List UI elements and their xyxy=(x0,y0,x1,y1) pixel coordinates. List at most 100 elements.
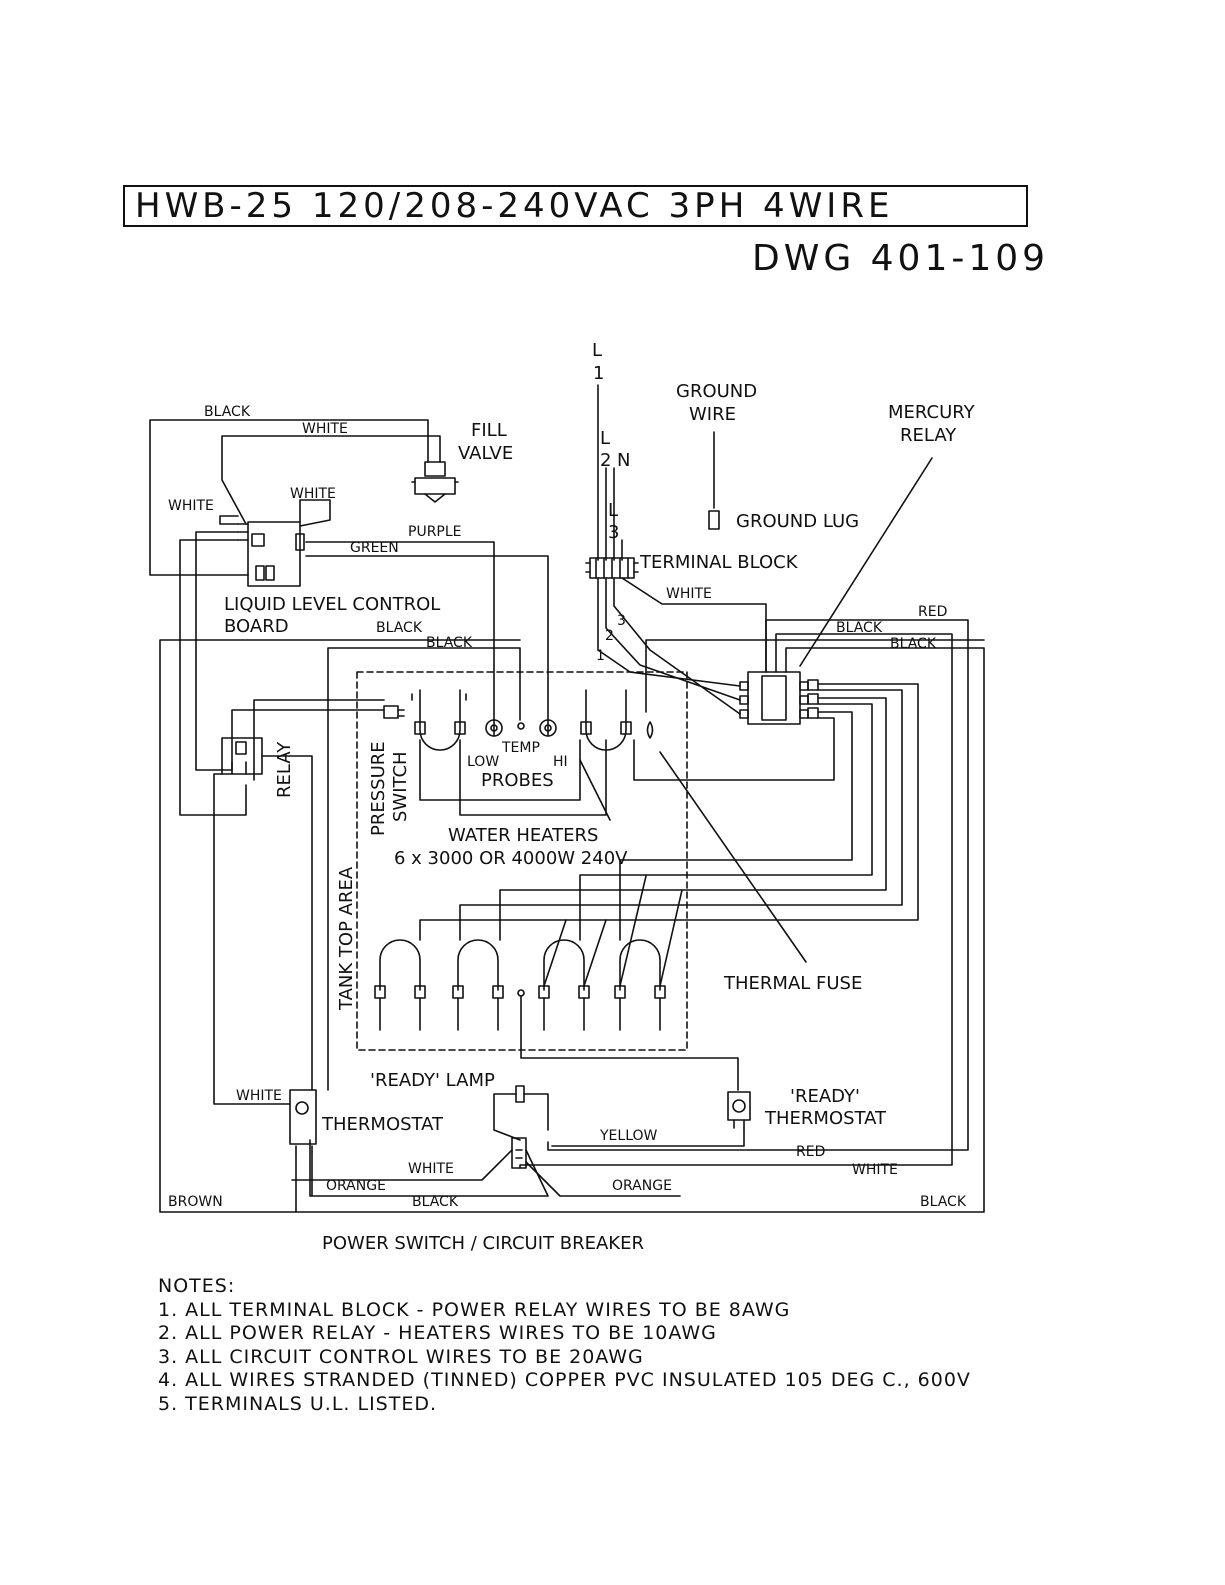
wire-tb-l3 xyxy=(613,577,741,715)
label-probe-hi: HI xyxy=(553,754,568,770)
label-probe-temp: TEMP xyxy=(501,740,540,756)
label-terminal-block: TERMINAL BLOCK xyxy=(639,552,799,573)
wire-black-relay-coil xyxy=(645,639,985,713)
label-ready-thermostat-1: 'READY' xyxy=(790,1086,860,1107)
note-item-1: 1. ALL TERMINAL BLOCK - POWER RELAY WIRE… xyxy=(158,1298,791,1321)
wire-heater-diagonals xyxy=(543,875,683,987)
label-neutral: N xyxy=(617,450,630,471)
wire-orange-switch-2 xyxy=(525,1161,681,1197)
label-mercury-relay-2: RELAY xyxy=(900,425,957,446)
wire-white-thermostat xyxy=(213,773,291,1105)
label-ground-wire-1: GROUND xyxy=(676,381,757,402)
wire-label-red-top: RED xyxy=(918,604,947,620)
wire-label-white-switch: WHITE xyxy=(408,1161,454,1177)
wire-label-orange-2: ORANGE xyxy=(612,1178,672,1194)
label-liquid-level-2: BOARD xyxy=(224,616,289,637)
thermostat-symbol xyxy=(289,1089,317,1153)
wire-label-black-top: BLACK xyxy=(204,404,251,420)
lower-heaters xyxy=(374,939,666,1031)
wire-label-white-tb: WHITE xyxy=(666,586,712,602)
terminal-block-symbol xyxy=(585,557,639,579)
thermal-fuse-leader xyxy=(659,751,807,963)
wire-heater-diag-upper xyxy=(579,759,611,821)
note-item-4: 4. ALL WIRES STRANDED (TINNED) COPPER PV… xyxy=(158,1369,971,1391)
wire-white-board-2 xyxy=(299,499,331,527)
title-box: HWB-25 120/208-240VAC 3PH 4WIRE xyxy=(123,185,1028,227)
label-l3-letter: L xyxy=(608,500,618,521)
label-pressure-switch-2: SWITCH xyxy=(390,751,411,822)
label-probes: PROBES xyxy=(481,770,554,791)
power-switch-symbol xyxy=(511,1137,527,1169)
tank-top-area-boundary xyxy=(356,671,688,1051)
label-water-heaters-1: WATER HEATERS xyxy=(448,825,598,846)
drawing-number: DWG 401-109 xyxy=(752,238,1050,279)
wire-ready-lamp-2 xyxy=(523,1093,549,1131)
wire-label-black-relay-2: BLACK xyxy=(890,636,937,652)
mercury-relay-leader xyxy=(799,457,933,667)
wire-white-switch xyxy=(291,1149,513,1181)
wire-ready-sensor xyxy=(520,995,739,1091)
label-l1-letter: L xyxy=(592,340,602,361)
wire-label-white-board: WHITE xyxy=(290,486,336,502)
wire-probe-loop xyxy=(419,739,581,801)
wire-black-main xyxy=(159,639,985,1213)
wire-relay-heater-3 xyxy=(499,697,887,941)
wire-relay-heater-5 xyxy=(619,711,853,941)
label-fill-valve-1: FILL xyxy=(471,420,507,441)
label-mercury-relay-1: MERCURY xyxy=(888,402,976,423)
wire-label-black-bottom: BLACK xyxy=(920,1194,967,1210)
wire-white-fill xyxy=(221,435,441,525)
wire-label-black-1: BLACK xyxy=(376,620,423,636)
wire-label-white-left: WHITE xyxy=(168,498,214,514)
wire-relay-heater-1 xyxy=(419,683,919,941)
pressure-switch-symbol xyxy=(231,699,405,781)
mercury-relay-symbol xyxy=(739,671,819,725)
label-liquid-level-1: LIQUID LEVEL CONTROL xyxy=(224,594,440,615)
note-item-5: 5. TERMINALS U.L. LISTED. xyxy=(158,1392,438,1415)
wire-yellow xyxy=(551,1127,745,1147)
ready-lamp-symbol xyxy=(515,1085,525,1103)
label-pressure-switch-1: PRESSURE xyxy=(368,741,389,836)
label-probe-low: LOW xyxy=(467,754,499,770)
wire-relay-heater-6 xyxy=(633,717,835,781)
wire-white-lamp xyxy=(519,633,953,1169)
label-l2-letter: L xyxy=(600,428,610,449)
wire-relay-heater-4 xyxy=(579,703,873,941)
wire-black-fill xyxy=(149,419,429,576)
upper-heater-left xyxy=(411,689,467,751)
wire-board-relay xyxy=(195,531,239,771)
label-l3-number: 3 xyxy=(608,522,619,543)
label-water-heaters-2: 6 x 3000 OR 4000W 240V xyxy=(394,848,628,869)
ready-thermostat-symbol xyxy=(727,1091,751,1129)
wire-black-probe xyxy=(327,647,521,1091)
label-tb-1: 1 xyxy=(596,648,605,664)
note-item-2: 2. ALL POWER RELAY - HEATERS WIRES TO BE… xyxy=(158,1322,717,1344)
wire-label-black-switch: BLACK xyxy=(412,1194,459,1210)
wire-label-black-2: BLACK xyxy=(426,635,473,651)
wire-purple xyxy=(305,541,495,737)
probe-temp-symbol xyxy=(517,722,525,730)
label-tank-top-area: TANK TOP AREA xyxy=(336,866,357,1011)
wire-label-white-bottom: WHITE xyxy=(852,1162,898,1178)
wire-red xyxy=(547,619,969,1151)
wire-probe-loop-2 xyxy=(459,739,607,816)
wire-label-white-thermostat: WHITE xyxy=(236,1088,282,1104)
label-ground-lug: GROUND LUG xyxy=(736,511,859,532)
wire-label-black-relay: BLACK xyxy=(836,620,883,636)
diagram-title: HWB-25 120/208-240VAC 3PH 4WIRE xyxy=(135,186,894,226)
label-thermal-fuse: THERMAL FUSE xyxy=(723,973,862,994)
label-ground-wire-2: WIRE xyxy=(689,404,736,425)
note-item-3: 3. ALL CIRCUIT CONTROL WIRES TO BE 20AWG xyxy=(158,1345,644,1368)
wire-label-orange-1: ORANGE xyxy=(326,1178,386,1194)
wire-white-board xyxy=(219,515,239,525)
wire-tb-l1 xyxy=(597,577,741,687)
label-l2-number: 2 xyxy=(600,450,611,471)
wire-green xyxy=(305,555,549,737)
wire-relay-heater-2 xyxy=(459,689,903,941)
label-tb-2: 2 xyxy=(605,628,614,644)
label-ready-lamp: 'READY' LAMP xyxy=(370,1070,495,1091)
label-relay: RELAY xyxy=(274,741,295,798)
label-power-switch: POWER SWITCH / CIRCUIT BREAKER xyxy=(322,1233,644,1254)
